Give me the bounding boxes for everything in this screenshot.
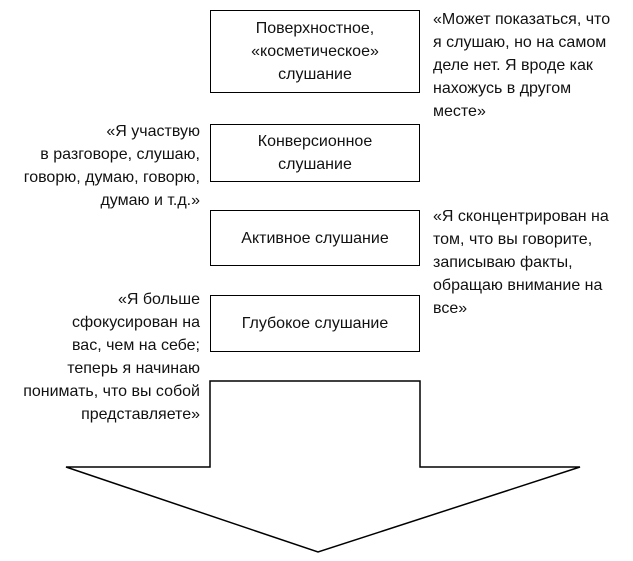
note-deep-listening: «Я больше сфокусирован на вас, чем на се… [23,291,200,423]
note-active-listening: «Я сконцентрирован на том, что вы говори… [433,208,609,317]
level-box-conversational: Конверсионное слушание [210,124,420,182]
level-box-deep: Глубокое слушание [210,295,420,352]
level-box-surface: Поверхностное, «косметическое» слушание [210,10,420,93]
note-surface-listening: «Может показаться, что я слушаю, но на с… [433,11,611,120]
note-conversational-listening: «Я участвую в разговоре, слушаю, говорю,… [23,123,200,209]
level-box-active: Активное слушание [210,210,420,266]
